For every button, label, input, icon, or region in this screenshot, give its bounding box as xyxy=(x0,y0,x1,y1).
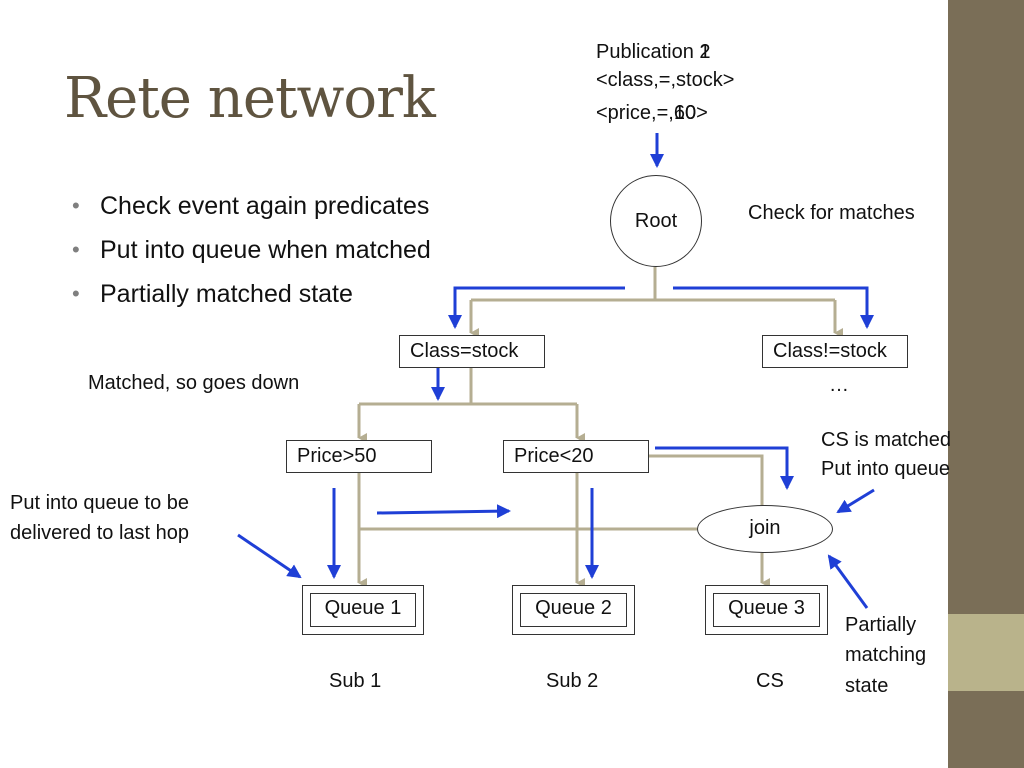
last-hop-note-line1: Put into queue to be xyxy=(10,492,190,514)
partial-note-line3: state xyxy=(845,675,889,697)
queue1-node: Queue 1 xyxy=(302,585,424,635)
queue2-label: Queue 2 xyxy=(520,593,627,627)
sub1-label: Sub 1 xyxy=(329,670,382,692)
publication-class-predicate: <class,=,stock> xyxy=(596,69,735,91)
bullet-list: Check event again predicates Put into qu… xyxy=(72,190,431,322)
price-lt-node: Price<20 xyxy=(503,440,649,473)
root-right-arrow xyxy=(673,286,874,329)
price-gt-node: Price>50 xyxy=(286,440,432,473)
class-neq-ellipsis: … xyxy=(829,374,849,396)
bullet-item: Partially matched state xyxy=(72,278,431,322)
join-node: join xyxy=(697,505,833,553)
last-hop-note-line2: delivered to last hop xyxy=(10,522,190,544)
check-matches-note: Check for matches xyxy=(748,202,915,224)
cs-matched-note-line2: Put into queue xyxy=(821,458,950,480)
bullet-item: Put into queue when matched xyxy=(72,234,431,278)
price-prefix: <price,=, xyxy=(596,102,674,124)
cs-callout-arrow xyxy=(836,488,875,514)
flow-arrows xyxy=(237,133,875,609)
root-node: Root xyxy=(610,175,702,267)
join-flow-arrow xyxy=(376,504,511,519)
partial-note-line1: Partially xyxy=(845,614,917,636)
bullet-item: Check event again predicates xyxy=(72,190,431,234)
partial-callout-arrow xyxy=(827,554,869,609)
price-lt-join-arrow xyxy=(655,446,794,490)
price-suffix: > xyxy=(696,102,708,124)
price-value-a: 10 xyxy=(673,102,697,124)
class-neq-node: Class!=stock xyxy=(762,335,908,368)
root-left-arrow xyxy=(448,286,625,329)
cs-matched-note-line1: CS is matched xyxy=(821,429,952,451)
price-lt-to-join-line xyxy=(648,454,764,505)
queue3-node: Queue 3 xyxy=(705,585,828,635)
publication-number-a: 1 xyxy=(699,41,711,63)
last-hop-callout-arrow xyxy=(237,533,302,579)
tree-connectors xyxy=(357,267,843,588)
matched-goes-down-note: Matched, so goes down xyxy=(88,372,300,394)
queue1-label: Queue 1 xyxy=(310,593,416,627)
publication-number-b: 2 xyxy=(699,41,711,63)
price-value-b: 60 xyxy=(673,102,697,124)
publication-prefix: Publication xyxy=(596,41,700,63)
sidebar-accent-band xyxy=(948,614,1024,691)
slide-title: Rete network xyxy=(64,66,436,131)
partial-note-line2: matching xyxy=(845,644,927,666)
class-eq-node: Class=stock xyxy=(399,335,545,368)
cs-label: CS xyxy=(756,670,784,692)
queue3-label: Queue 3 xyxy=(713,593,820,627)
sub2-label: Sub 2 xyxy=(546,670,599,692)
queue2-node: Queue 2 xyxy=(512,585,635,635)
